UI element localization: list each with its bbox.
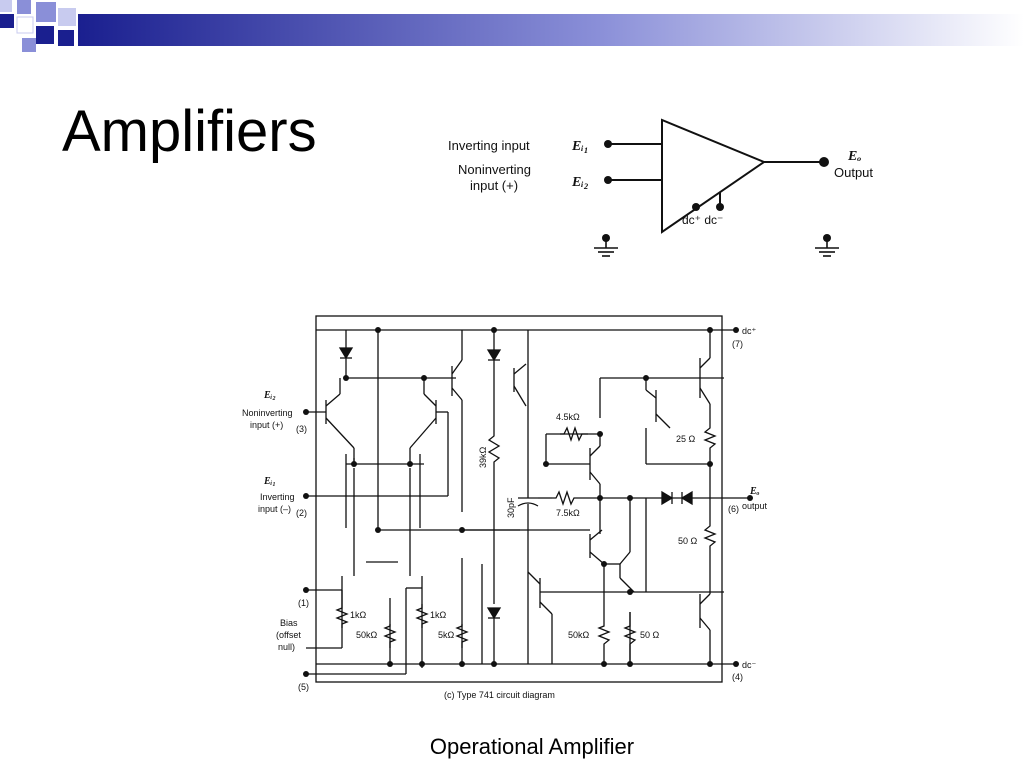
resistor-7-5k: 7.5kΩ (556, 508, 580, 518)
bias-pin: (1) (298, 598, 309, 608)
circuit-caption: (c) Type 741 circuit diagram (444, 690, 555, 700)
inv-symbol: Eᵢ₁ (263, 476, 276, 487)
deco-square (17, 0, 31, 14)
resistor-39k: 39kΩ (478, 446, 488, 468)
dc-minus-terminal (716, 203, 724, 211)
noninverting-symbol: Eᵢ₂ (571, 175, 589, 190)
inverting-input-label: Inverting input (448, 138, 530, 153)
noninv-label-line2: input (+) (250, 420, 283, 430)
deco-square (58, 30, 74, 46)
resistor-50-ohm-right: 50 Ω (678, 536, 698, 546)
out-pin: (6) (728, 504, 739, 514)
circuit-wiring (306, 329, 750, 675)
opamp-triangle (661, 118, 767, 234)
bias-label-line3: null) (278, 642, 295, 652)
inverting-terminal (604, 140, 612, 148)
out-label: output (742, 501, 768, 511)
deco-square (0, 0, 12, 12)
ground-symbol (594, 238, 618, 257)
dc-plus-label: dc⁺ (742, 326, 757, 336)
junction-dots (303, 327, 753, 677)
resistor-50k-bottom: 50kΩ (568, 630, 590, 640)
output-symbol: Eₒ (847, 149, 861, 164)
deco-square (36, 26, 54, 44)
out-symbol: Eₒ (749, 486, 760, 497)
type-741-circuit-diagram: dc⁺ (7) dc⁻ (4) Eᵢ₂ Eᵢ₁ Eₒ Noninverting … (242, 315, 768, 700)
dc-minus-pin: (4) (732, 672, 743, 682)
supply-label: dc⁺ dc⁻ (682, 213, 723, 227)
resistor-4-5k: 4.5kΩ (556, 412, 580, 422)
resistor-50-ohm-bottom: 50 Ω (640, 630, 660, 640)
inverting-symbol: Eᵢ₁ (571, 139, 589, 154)
slide-title: Amplifiers (62, 99, 317, 164)
resistor-1k-right: 1kΩ (430, 610, 447, 620)
resistor-1k-left: 1kΩ (350, 610, 367, 620)
inv-pin: (2) (296, 508, 307, 518)
bias-label-line2: (offset (276, 630, 301, 640)
header-gradient-bar (78, 14, 1024, 46)
dc-minus-label: dc⁻ (742, 660, 757, 670)
resistor-50k-left: 50kΩ (356, 630, 378, 640)
noninverting-label-line1: Noninverting (458, 162, 531, 177)
noninverting-label-line2: input (+) (470, 178, 518, 193)
bias-label-line1: Bias (280, 618, 298, 628)
corner-decoration (0, 0, 1024, 52)
resistor-5k: 5kΩ (438, 630, 455, 640)
resistor-25-ohm: 25 Ω (676, 434, 696, 444)
deco-square (16, 16, 34, 34)
bias-pin-2: (5) (298, 682, 309, 692)
opamp-symbol-diagram: Inverting input Eᵢ₁ Eᵢ₂ Eₒ Noninverting … (448, 118, 873, 257)
inv-label-line2: input (–) (258, 504, 291, 514)
noninv-symbol: Eᵢ₂ (263, 390, 276, 401)
circuit-border (315, 315, 723, 683)
noninv-label-line1: Noninverting (242, 408, 293, 418)
deco-square (36, 2, 56, 22)
output-terminal (819, 157, 829, 167)
noninverting-terminal (604, 176, 612, 184)
dc-plus-terminal (692, 203, 700, 211)
capacitor-30pf: 30pF (506, 497, 516, 518)
deco-square (0, 14, 14, 28)
noninv-pin: (3) (296, 424, 307, 434)
deco-square (22, 38, 36, 52)
dc-plus-pin: (7) (732, 339, 743, 349)
deco-square (58, 8, 76, 26)
inv-label-line1: Inverting (260, 492, 295, 502)
output-label: Output (834, 165, 873, 180)
slide-caption: Operational Amplifier (429, 734, 635, 759)
